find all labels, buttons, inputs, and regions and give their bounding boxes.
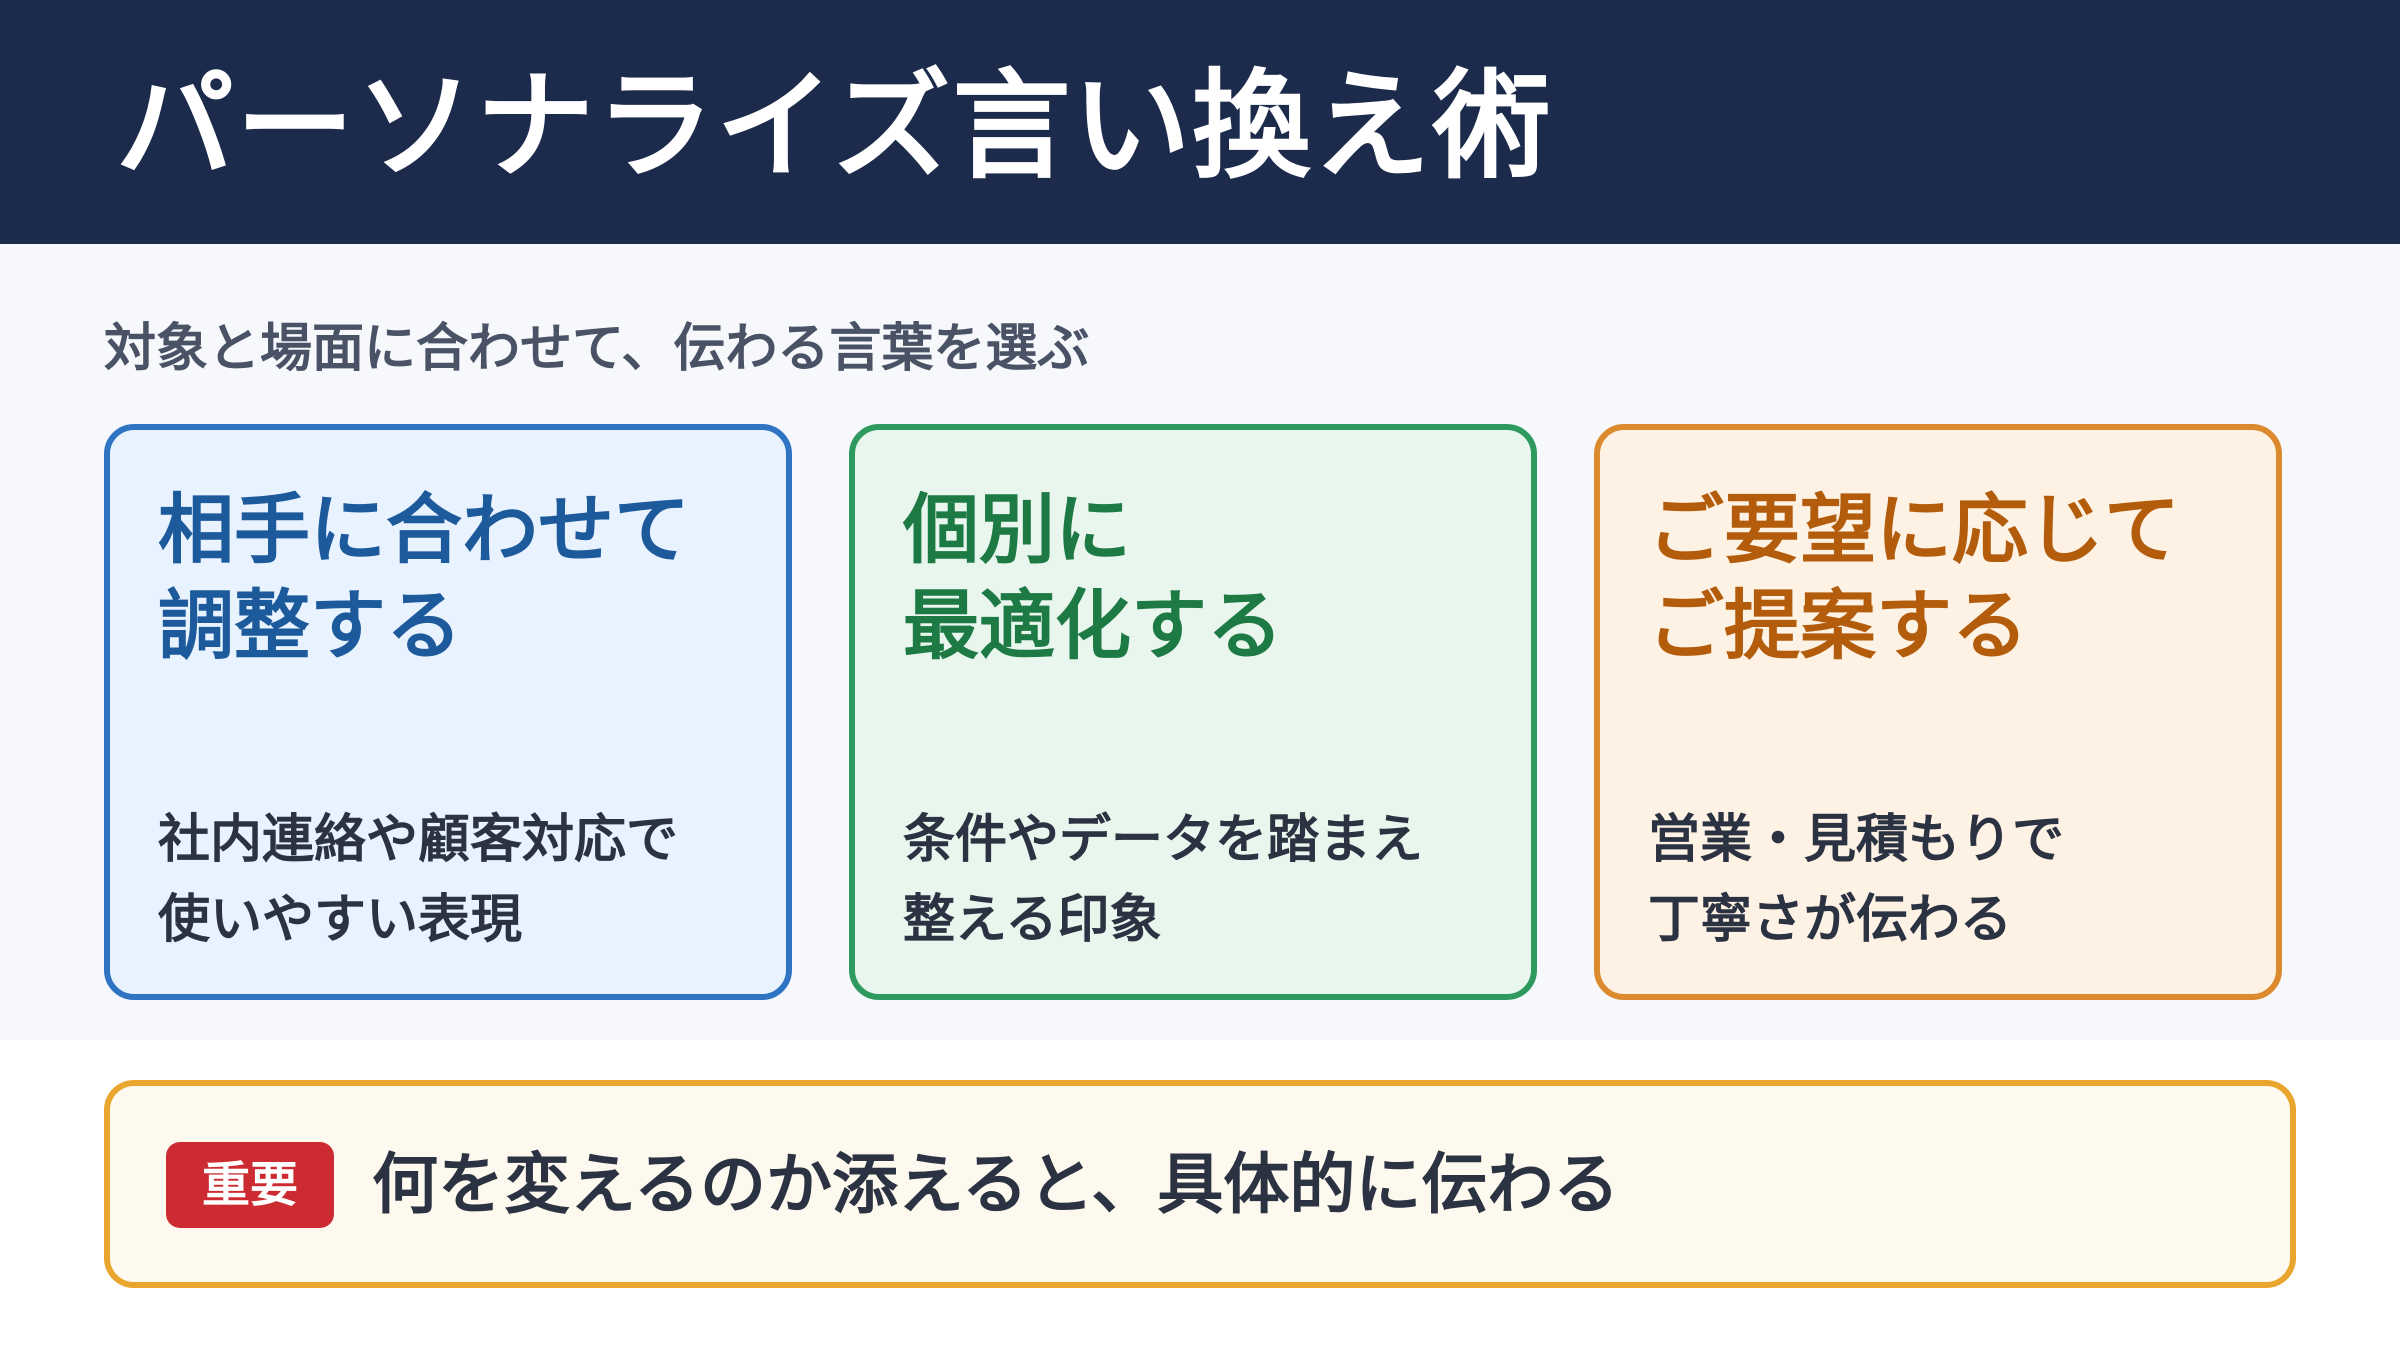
important-callout: 重要 何を変えるのか添えると、具体的に伝わる xyxy=(104,1080,2296,1288)
card-description: 条件やデータを踏まえ 整える印象 xyxy=(903,810,1424,950)
page-title: パーソナライズ言い換え術 xyxy=(116,57,1553,195)
card-heading: 個別に 最適化する xyxy=(903,485,1283,670)
card-heading: ご要望に応じて ご提案する xyxy=(1648,485,2180,670)
header-bar: パーソナライズ言い換え術 xyxy=(0,0,2400,244)
callout-text: 何を変えるのか添えると、具体的に伝わる xyxy=(372,1146,1620,1223)
card-heading: 相手に合わせて 調整する xyxy=(158,485,690,670)
card-optimize: 個別に 最適化する 条件やデータを踏まえ 整える印象 xyxy=(849,424,1537,1000)
important-badge: 重要 xyxy=(166,1142,334,1228)
card-description: 営業・見積もりで 丁寧さが伝わる xyxy=(1648,810,2065,950)
card-adjust: 相手に合わせて 調整する 社内連絡や顧客対応で 使いやすい表現 xyxy=(104,424,792,1000)
subtitle: 対象と場面に合わせて、伝わる言葉を選ぶ xyxy=(104,319,1090,379)
card-description: 社内連絡や顧客対応で 使いやすい表現 xyxy=(158,810,679,950)
card-propose: ご要望に応じて ご提案する 営業・見積もりで 丁寧さが伝わる xyxy=(1594,424,2282,1000)
